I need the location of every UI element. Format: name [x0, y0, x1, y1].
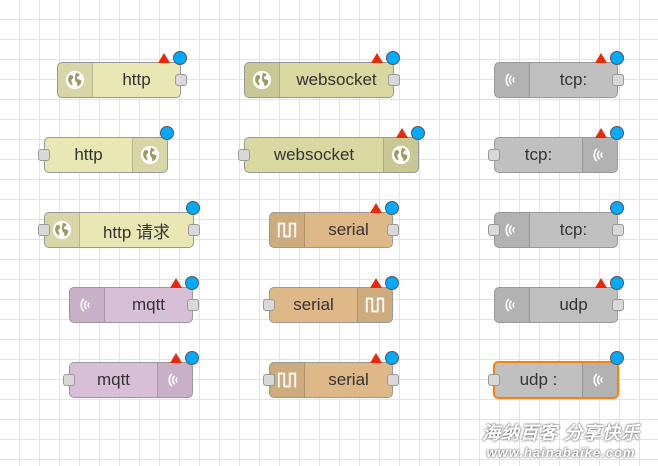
square-wave-icon: [357, 288, 392, 322]
status-dot: [173, 51, 187, 65]
globe-icon: [45, 213, 80, 247]
node-label: tcp:: [524, 145, 553, 164]
globe-icon: [245, 63, 280, 97]
square-wave-icon: [270, 363, 305, 397]
status-dot: [160, 126, 174, 140]
node-label: mqtt: [131, 295, 166, 314]
radio-wave-icon: [495, 288, 530, 322]
status-dot: [610, 126, 624, 140]
http-in-node[interactable]: http: [57, 51, 187, 98]
radio-wave-icon: [582, 363, 617, 397]
tcp-request-node[interactable]: tcp:: [488, 201, 624, 248]
output-port[interactable]: [187, 299, 199, 311]
radio-wave-icon: [70, 288, 105, 322]
output-port[interactable]: [188, 224, 200, 236]
status-dot: [610, 351, 624, 365]
input-port[interactable]: [238, 149, 250, 161]
node-label: serial: [328, 370, 369, 389]
status-dot: [386, 51, 400, 65]
node-label: http 请求: [102, 222, 171, 242]
output-port[interactable]: [175, 74, 187, 86]
input-port[interactable]: [488, 149, 500, 161]
warning-icon: [170, 278, 182, 288]
radio-wave-icon: [582, 138, 617, 172]
output-port[interactable]: [387, 374, 399, 386]
warning-icon: [396, 128, 408, 138]
output-port[interactable]: [387, 224, 399, 236]
warning-icon: [370, 353, 382, 363]
radio-wave-icon: [495, 63, 530, 97]
node-label: tcp:: [559, 220, 588, 239]
node-label: http: [122, 70, 151, 89]
output-port[interactable]: [612, 224, 624, 236]
output-port[interactable]: [612, 74, 624, 86]
node-label: mqtt: [96, 370, 131, 389]
tcp-out-node[interactable]: tcp:: [488, 126, 624, 173]
input-port[interactable]: [263, 299, 275, 311]
watermark-chinese: 海纳百客 分享快乐: [482, 423, 641, 443]
input-port[interactable]: [263, 374, 275, 386]
input-port[interactable]: [38, 149, 50, 161]
http-request-node[interactable]: http 请求: [38, 201, 200, 248]
square-wave-icon: [270, 213, 305, 247]
node-label: websocket: [273, 145, 355, 164]
http-response-node[interactable]: http: [38, 126, 174, 173]
status-dot: [186, 201, 200, 215]
tcp-in-node[interactable]: tcp:: [494, 51, 624, 98]
udp-out-node[interactable]: udp :: [488, 351, 624, 399]
watermark: 海纳百客 分享快乐 www.hainabaike.com: [482, 419, 640, 460]
warning-icon: [158, 53, 170, 63]
globe-icon: [132, 138, 167, 172]
serial-request-node[interactable]: serial: [263, 351, 399, 398]
node-label: http: [74, 145, 103, 164]
serial-out-node[interactable]: serial: [263, 276, 399, 323]
serial-in-node[interactable]: serial: [269, 201, 399, 248]
radio-wave-icon: [495, 213, 530, 247]
websocket-in-node[interactable]: websocket: [244, 51, 400, 98]
watermark-domain: www.hainabaike.com: [486, 445, 636, 460]
radio-wave-icon: [157, 363, 192, 397]
node-label: udp :: [519, 370, 558, 389]
mqtt-in-node[interactable]: mqtt: [69, 276, 199, 323]
input-port[interactable]: [63, 374, 75, 386]
warning-icon: [370, 278, 382, 288]
websocket-out-node[interactable]: websocket: [238, 126, 425, 173]
status-dot: [610, 201, 624, 215]
status-dot: [385, 351, 399, 365]
node-label: udp: [559, 295, 588, 314]
node-label: tcp:: [559, 70, 588, 89]
warning-icon: [371, 53, 383, 63]
status-dot: [385, 276, 399, 290]
globe-icon: [383, 138, 418, 172]
status-dot: [610, 51, 624, 65]
warning-icon: [595, 278, 607, 288]
node-label: serial: [328, 220, 369, 239]
warning-icon: [595, 128, 607, 138]
status-dot: [385, 201, 399, 215]
input-port[interactable]: [488, 224, 500, 236]
output-port[interactable]: [388, 74, 400, 86]
input-port[interactable]: [38, 224, 50, 236]
warning-icon: [170, 353, 182, 363]
warning-icon: [595, 53, 607, 63]
output-port[interactable]: [612, 299, 624, 311]
mqtt-out-node[interactable]: mqtt: [63, 351, 199, 398]
input-port[interactable]: [488, 374, 500, 386]
status-dot: [610, 276, 624, 290]
status-dot: [185, 351, 199, 365]
status-dot: [185, 276, 199, 290]
globe-icon: [58, 63, 93, 97]
node-label: websocket: [296, 70, 377, 89]
warning-icon: [370, 203, 382, 213]
status-dot: [411, 126, 425, 140]
node-label: serial: [293, 295, 334, 314]
udp-in-node[interactable]: udp: [494, 276, 624, 323]
